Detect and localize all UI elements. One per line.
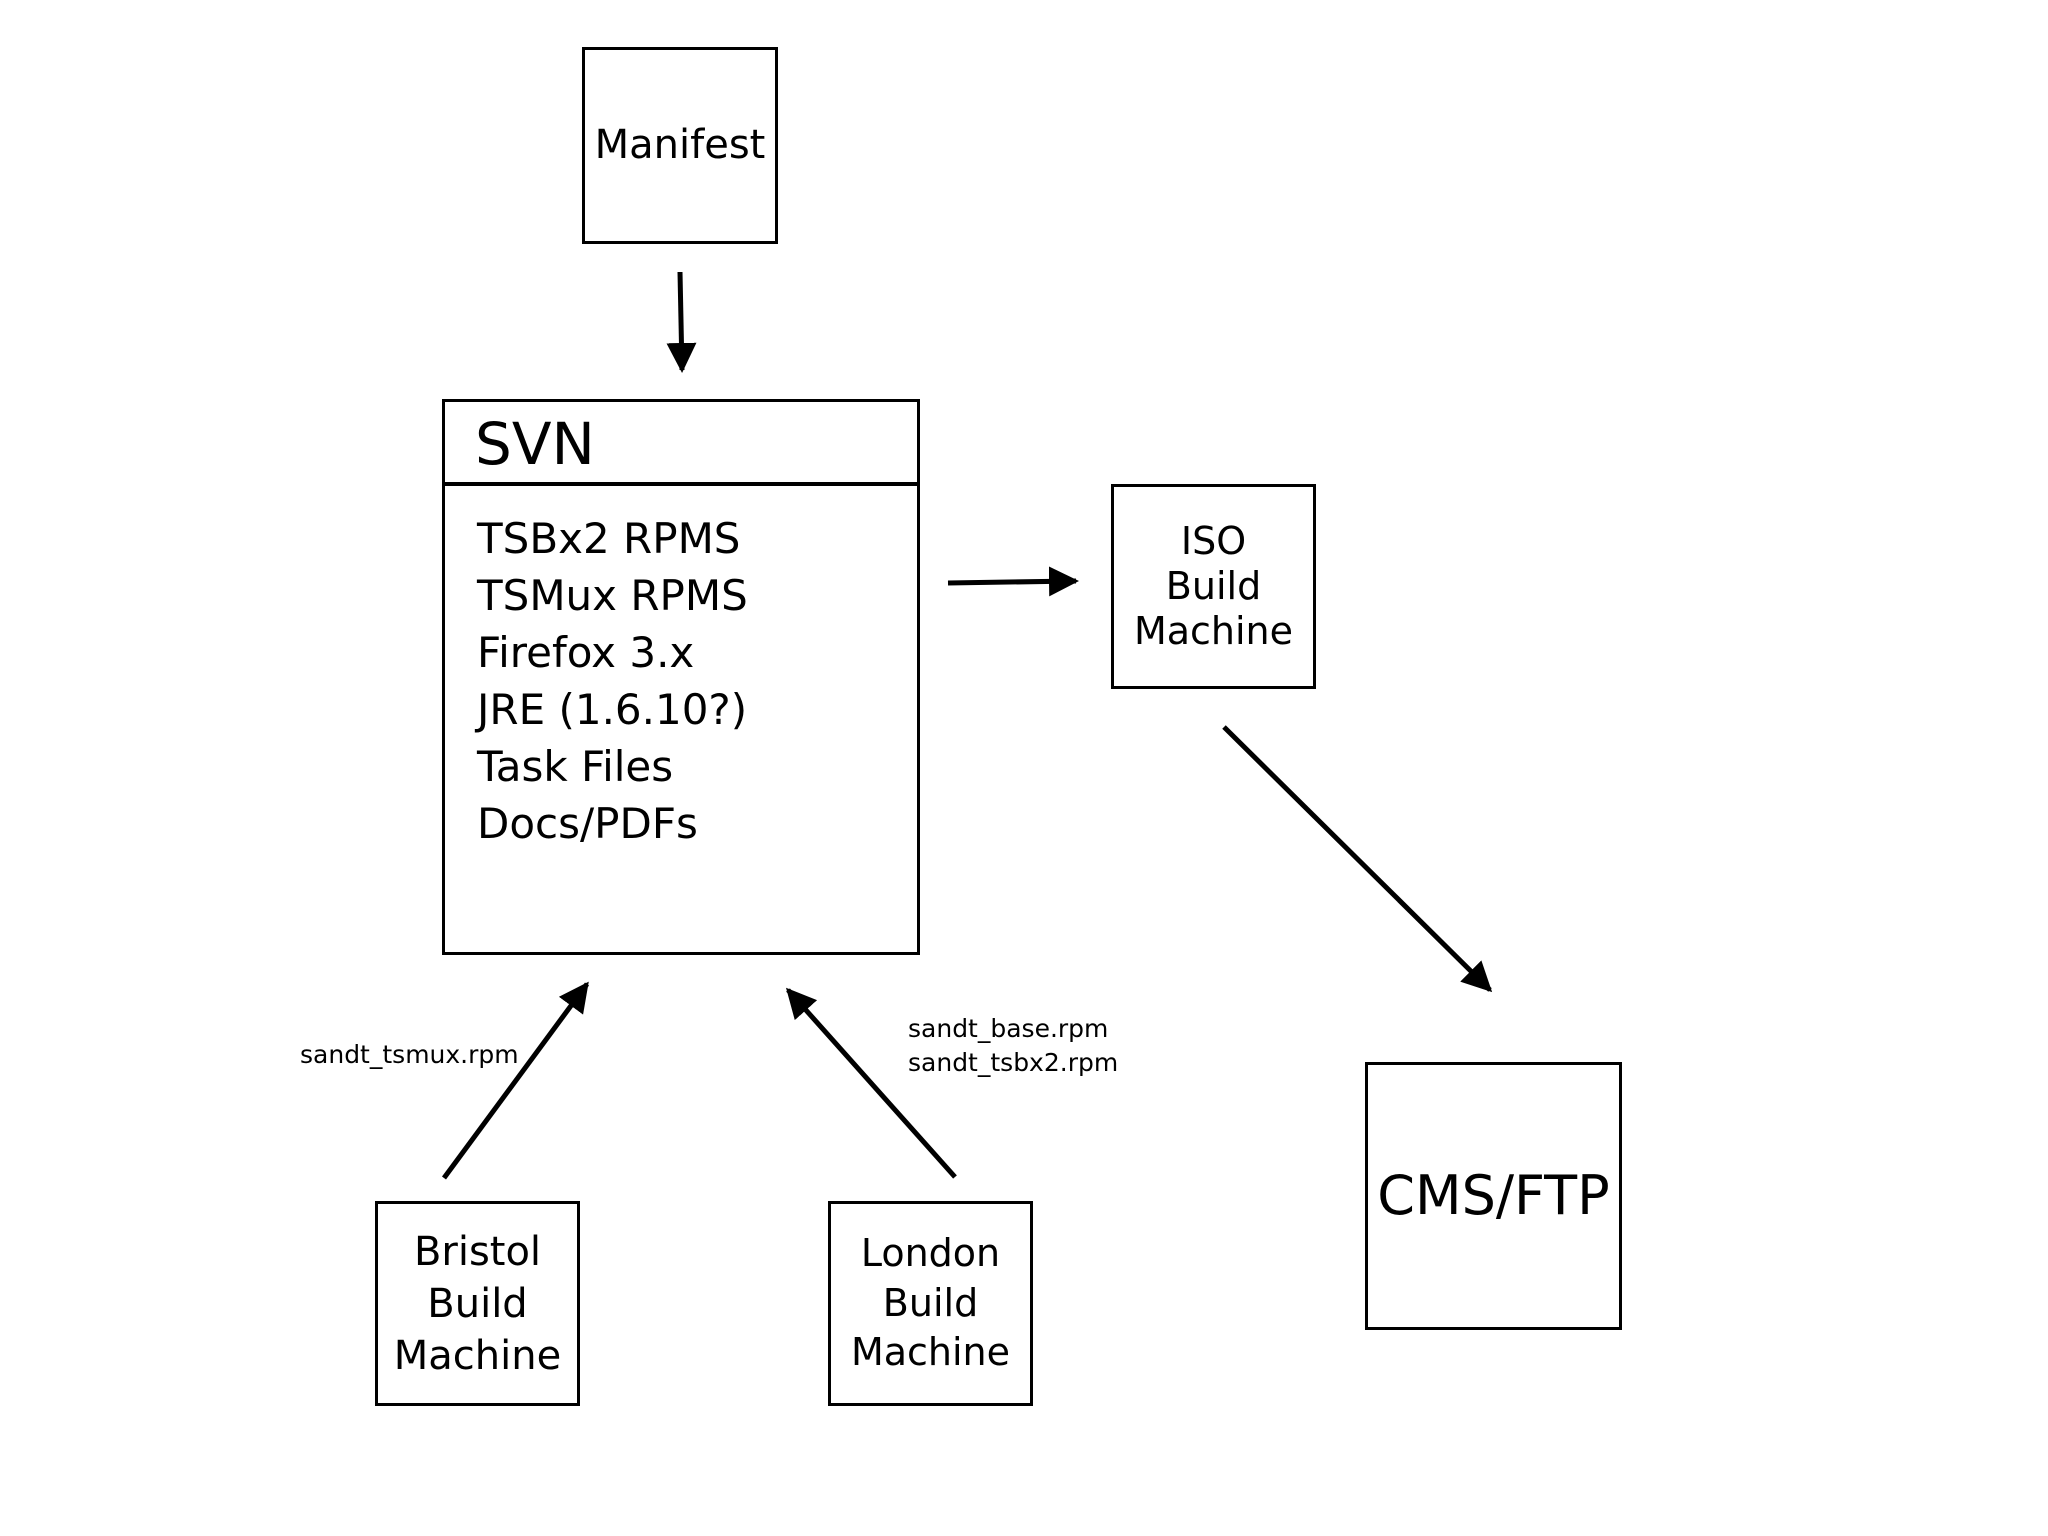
svn-item: Docs/PDFs <box>477 799 698 848</box>
bristol-build-machine-box: Bristol Build Machine <box>375 1201 580 1406</box>
bristol-label-line: Machine <box>393 1332 562 1379</box>
london-label-line: Machine <box>850 1330 1011 1375</box>
svn-item: JRE (1.6.10?) <box>477 685 748 734</box>
arrow-svn-to-iso <box>947 566 1079 597</box>
arrow-bristol-to-svn <box>441 981 590 1180</box>
svn-item: TSMux RPMS <box>477 571 748 620</box>
iso-label-line: Build <box>1165 564 1262 609</box>
edge-label-line: sandt_tsbx2.rpm <box>908 1048 1119 1077</box>
edge-label-line: sandt_base.rpm <box>908 1014 1109 1043</box>
svn-item: Task Files <box>477 742 674 791</box>
iso-label-line: Machine <box>1133 608 1294 653</box>
london-label-line: London <box>860 1231 1001 1276</box>
london-build-machine-box: London Build Machine <box>828 1201 1033 1406</box>
bristol-label-line: Bristol <box>413 1228 542 1275</box>
edge-label-bristol-to-svn: sandt_tsmux.rpm <box>300 1038 519 1072</box>
edge-label-london-to-svn: sandt_base.rpm sandt_tsbx2.rpm <box>908 1012 1118 1080</box>
svn-item: Firefox 3.x <box>477 628 695 677</box>
arrow-iso-to-cms <box>1222 725 1493 993</box>
manifest-label: Manifest <box>594 121 766 168</box>
svn-box: SVN TSBx2 RPMS TSMux RPMS Firefox 3.x JR… <box>442 399 920 955</box>
london-label-line: Build <box>882 1280 979 1325</box>
svn-title: SVN <box>445 402 917 486</box>
bristol-label-line: Build <box>427 1280 528 1327</box>
iso-build-machine-box: ISO Build Machine <box>1111 484 1316 689</box>
svn-item: TSBx2 RPMS <box>477 514 741 563</box>
iso-label-line: ISO <box>1180 519 1247 564</box>
edge-label-line: sandt_tsmux.rpm <box>300 1040 519 1069</box>
cms-ftp-label: CMS/FTP <box>1377 1164 1610 1228</box>
manifest-box: Manifest <box>582 47 778 244</box>
cms-ftp-box: CMS/FTP <box>1365 1062 1622 1330</box>
svn-contents-list: TSBx2 RPMS TSMux RPMS Firefox 3.x JRE (1… <box>445 486 917 852</box>
arrow-manifest-to-svn <box>666 271 697 373</box>
